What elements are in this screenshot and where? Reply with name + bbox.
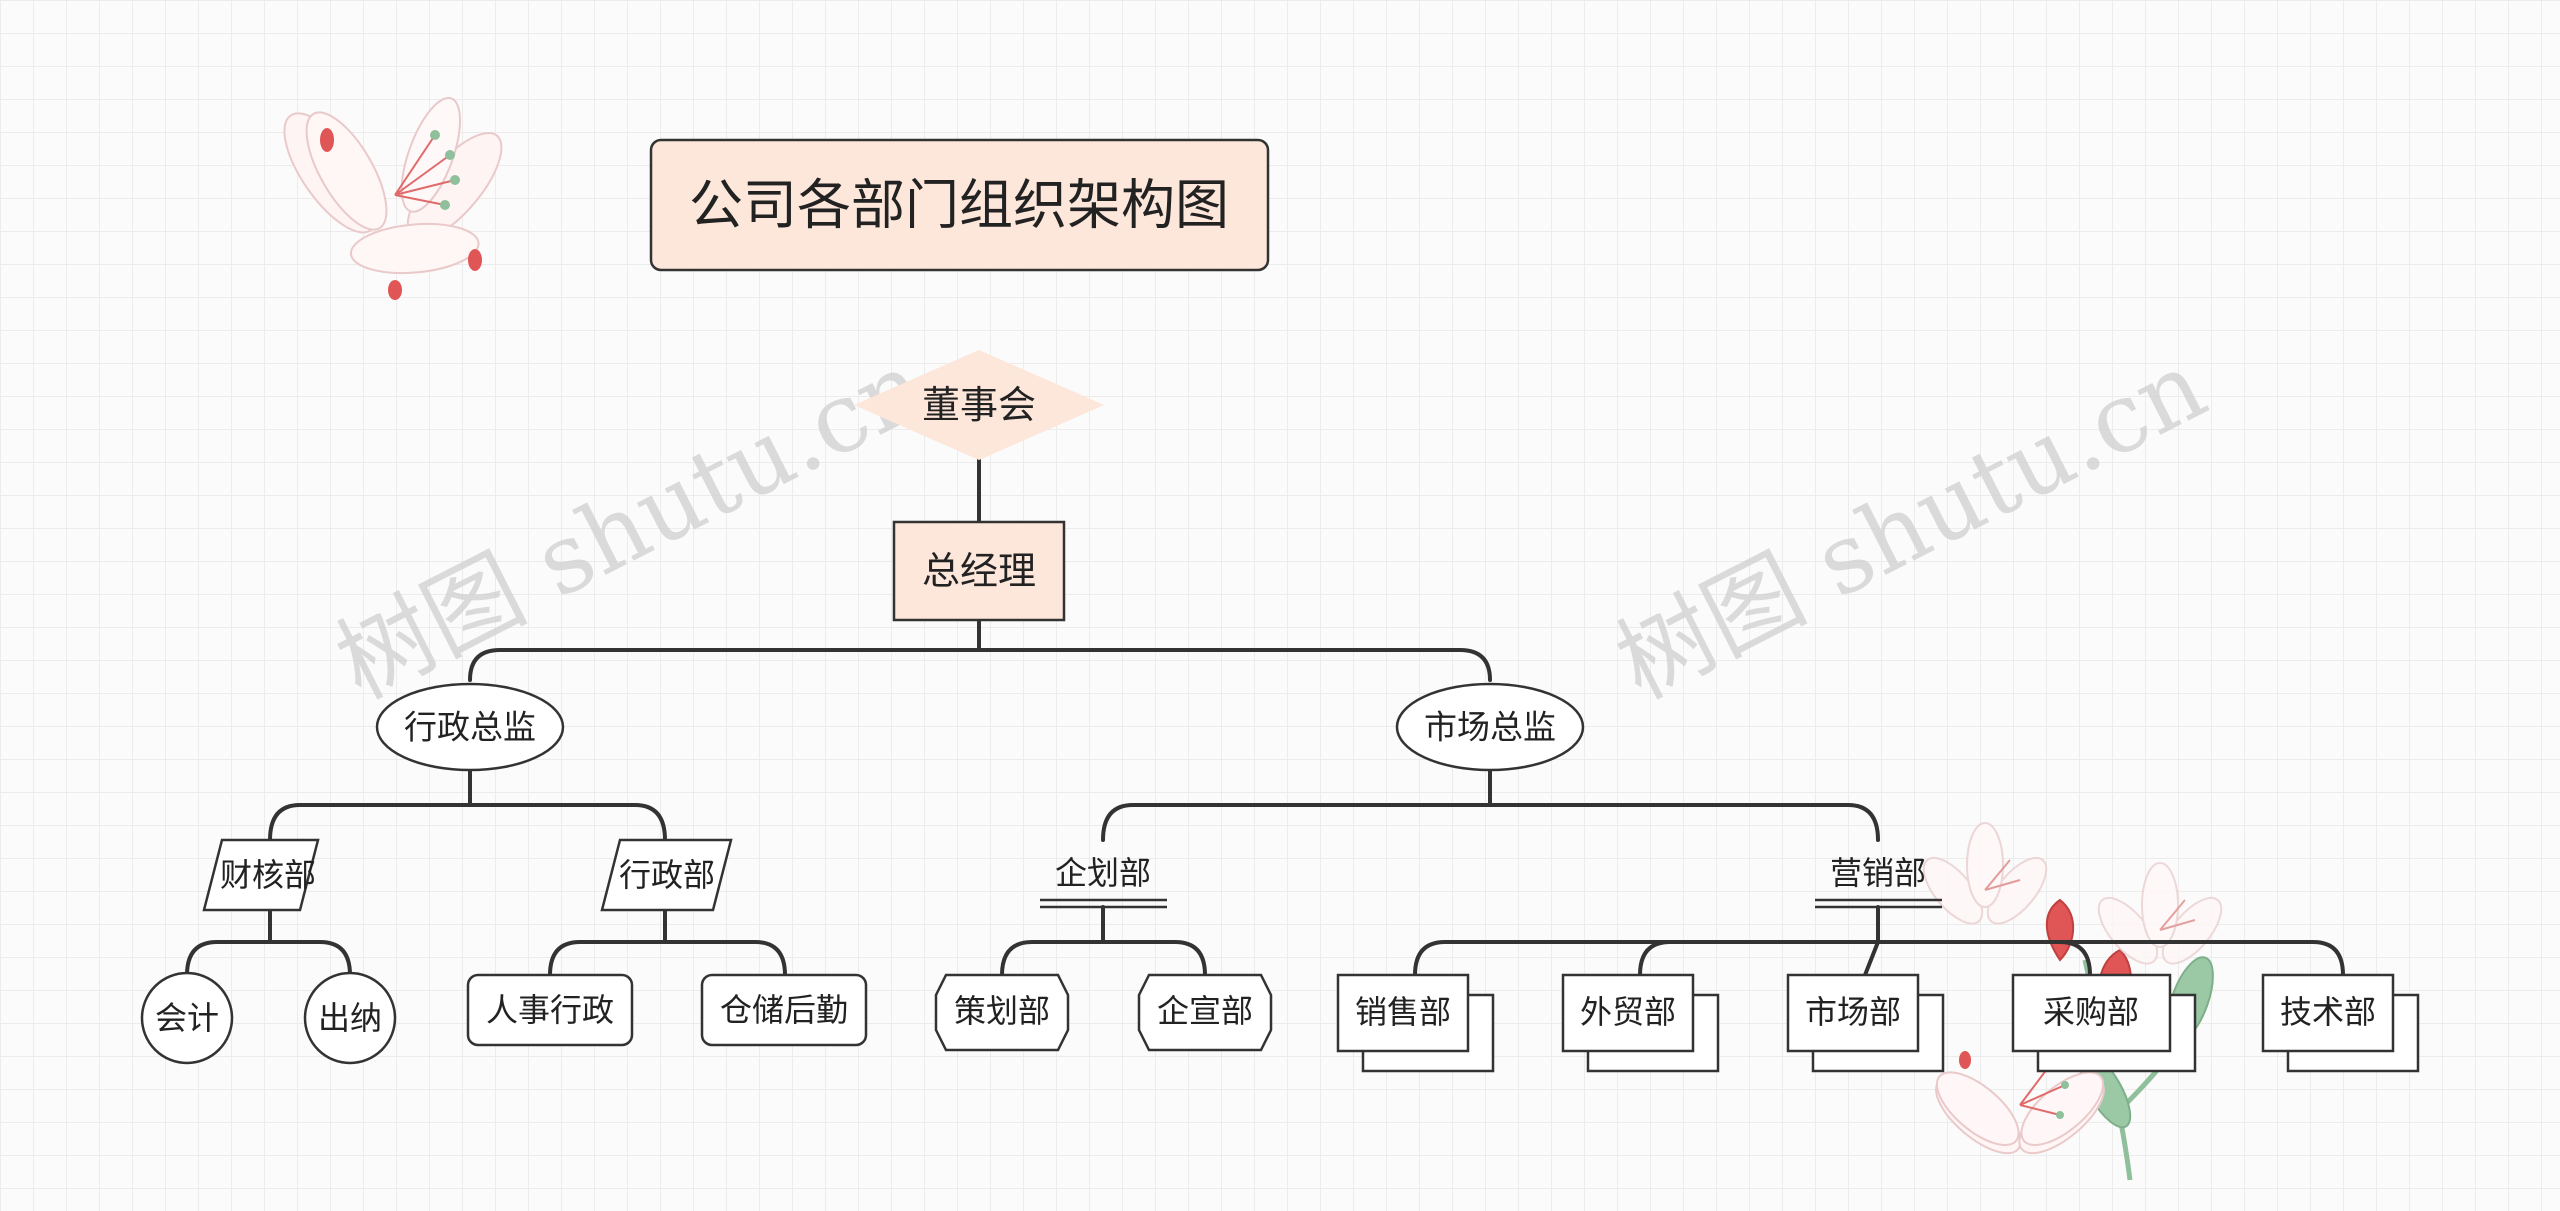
node-tech-dept-label: 技术部 — [2280, 993, 2376, 1031]
node-hr-admin-label: 人事行政 — [486, 991, 614, 1029]
node-foreign-trade-dept-label: 外贸部 — [1580, 993, 1676, 1031]
node-purchasing-dept[interactable]: 采购部 — [2011, 973, 2197, 1073]
node-market-dept[interactable]: 市场部 — [1786, 973, 1945, 1073]
node-planning-dept[interactable]: 企划部 — [1040, 854, 1167, 909]
node-marketing-dept[interactable]: 营销部 — [1815, 854, 1942, 909]
lily-flower-decoration-top-left — [283, 96, 503, 300]
node-finance-dept-label: 财核部 — [220, 856, 316, 894]
node-admin-dept-label: 行政部 — [619, 856, 715, 894]
node-admin-dept[interactable]: 行政部 — [600, 838, 733, 912]
node-publicity-dept-label: 企宣部 — [1157, 992, 1253, 1030]
node-general-manager-label: 总经理 — [922, 549, 1036, 593]
watermark-left: 树图 shutu.cn — [320, 329, 943, 720]
node-admin-director-label: 行政总监 — [404, 708, 536, 747]
node-market-director-label: 市场总监 — [1424, 708, 1556, 747]
node-board-label: 董事会 — [922, 383, 1036, 427]
node-finance-dept[interactable]: 财核部 — [202, 838, 320, 912]
node-tech-dept[interactable]: 技术部 — [2261, 973, 2420, 1073]
connector-lines — [185, 458, 2345, 977]
node-logistics-label: 仓储后勤 — [720, 991, 848, 1029]
node-logistics[interactable]: 仓储后勤 — [700, 973, 868, 1047]
node-general-manager[interactable]: 总经理 — [892, 520, 1066, 622]
node-market-dept-label: 市场部 — [1805, 993, 1901, 1031]
node-board[interactable]: 董事会 — [854, 350, 1104, 460]
node-admin-director[interactable]: 行政总监 — [375, 682, 565, 772]
node-cashier[interactable]: 出纳 — [303, 971, 397, 1065]
node-purchasing-dept-label: 采购部 — [2043, 993, 2139, 1031]
diagram-title: 公司各部门组织架构图 — [649, 138, 1270, 272]
watermark-right: 树图 shutu.cn — [1600, 329, 2223, 720]
node-marketing-dept-label: 营销部 — [1830, 854, 1926, 892]
node-publicity-dept[interactable]: 企宣部 — [1137, 973, 1273, 1052]
node-cashier-label: 出纳 — [318, 999, 382, 1037]
node-sales-dept[interactable]: 销售部 — [1336, 973, 1495, 1073]
node-sales-dept-label: 销售部 — [1355, 993, 1451, 1031]
node-accounting-label: 会计 — [155, 999, 219, 1037]
diagram-title-text: 公司各部门组织架构图 — [689, 174, 1229, 237]
node-market-director[interactable]: 市场总监 — [1395, 682, 1585, 772]
node-planning-dept-label: 企划部 — [1055, 854, 1151, 892]
node-strategy-dept[interactable]: 策划部 — [934, 973, 1070, 1052]
node-foreign-trade-dept[interactable]: 外贸部 — [1561, 973, 1720, 1073]
node-accounting[interactable]: 会计 — [140, 971, 234, 1065]
node-strategy-dept-label: 策划部 — [954, 992, 1050, 1030]
node-hr-admin[interactable]: 人事行政 — [466, 973, 634, 1047]
